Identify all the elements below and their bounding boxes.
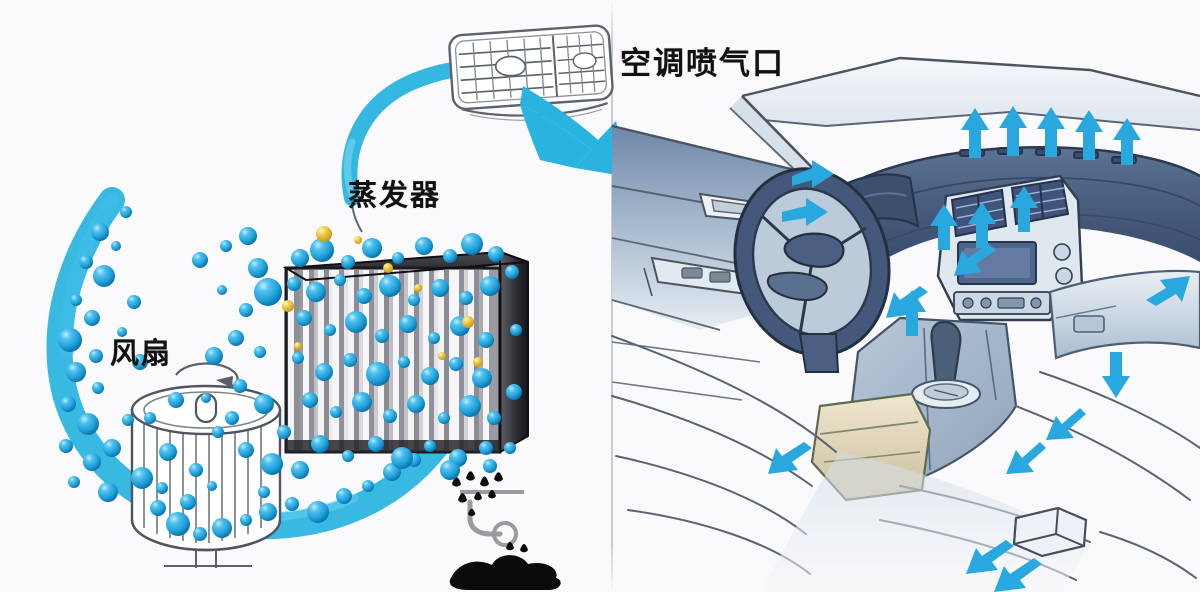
airflow-arrow-driver-footwell [898, 290, 926, 336]
airflow-arrow-center-vent-mid [968, 202, 996, 248]
cabin-airflow-arrows [768, 106, 1190, 592]
airflow-arrow-console-rear-2 [1006, 442, 1046, 474]
airflow-arrow-rear-floor-2 [994, 558, 1042, 592]
airflow-arrow-center-vent-down [954, 244, 996, 276]
center-stack [936, 174, 1084, 322]
airflow-arrow-rear-floor-1 [966, 540, 1014, 574]
label-evaporator: 蒸发器 [348, 178, 442, 212]
condensate-puddle [449, 555, 561, 590]
condensate-drain-tube [460, 490, 524, 547]
air-conditioning-vent-grille [448, 24, 614, 121]
moisture-particles [58, 206, 522, 541]
airflow-arrow-defrost-4 [1075, 110, 1103, 160]
gear-shifter [911, 320, 981, 409]
airflow-arrow-defrost-5 [1113, 118, 1141, 165]
airflow-arrow-passenger-footwell [1102, 352, 1130, 398]
airflow-arrow-windshield-base [792, 160, 834, 188]
centrifugal-blower-fan [130, 384, 282, 568]
car-interior-dashboard-sketch [611, 56, 1200, 592]
airflow-arrow-console-rear-1 [1046, 408, 1086, 440]
airflow-arrow-passenger-glovebox [1146, 276, 1190, 306]
label-air-conditioning-vent: 空调喷气口 [620, 46, 785, 82]
vent-output-arrow [520, 86, 629, 177]
climate-control-panel [953, 243, 1073, 315]
rear-floor-vent [1012, 506, 1088, 558]
windshield [741, 56, 1200, 131]
airflow-arrow-side-window [782, 198, 828, 226]
fan-rotation-arrow [175, 362, 239, 388]
condensate-droplets [452, 471, 528, 553]
label-fan: 风扇 [110, 336, 173, 370]
airflow-arrow-defrost-1 [961, 108, 989, 158]
airflow-arrow-center-vent-left [930, 204, 958, 250]
airflow-arrow-console-rear-3 [768, 442, 812, 474]
airflow-arrow-defrost-2 [999, 106, 1027, 156]
hvac-schematic [46, 24, 629, 590]
steering-wheel [733, 167, 891, 373]
airflow-arrow-defrost-3 [1037, 107, 1065, 157]
floor-shading [760, 452, 1090, 592]
airflow-arrow-center-vent-right [1010, 186, 1038, 232]
